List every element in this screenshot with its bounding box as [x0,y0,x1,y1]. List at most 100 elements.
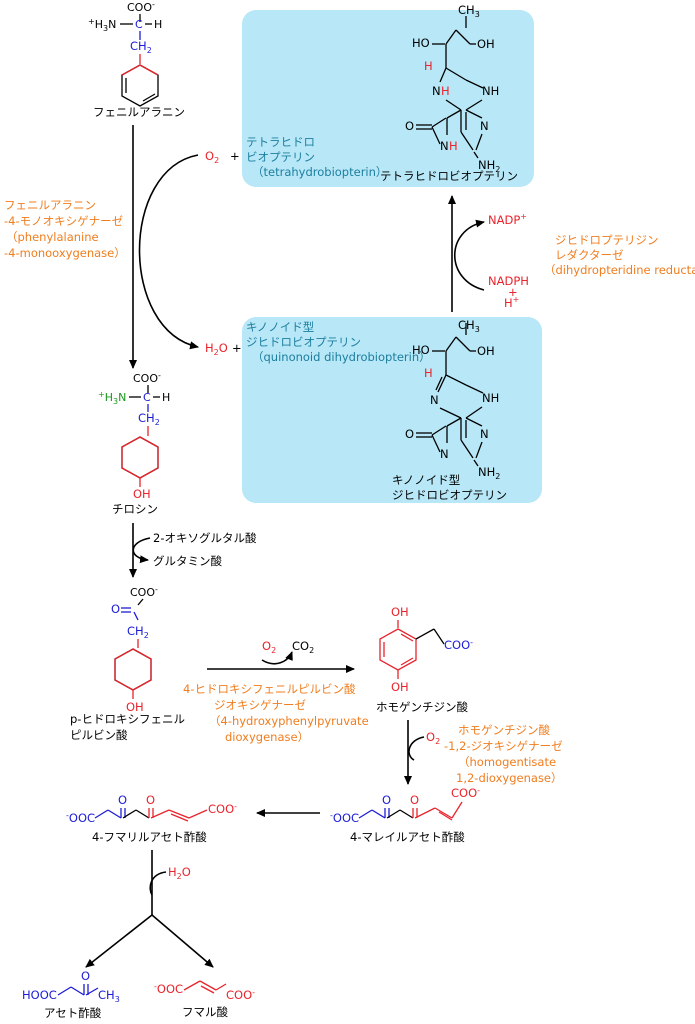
enzyme-hppd-2: ジオキシゲナーゼ [214,698,306,712]
svg-text:+H3N: +H3N [88,17,116,33]
svg-text:C: C [135,18,143,31]
svg-text:H: H [441,84,450,98]
hppa-label-1: p-ヒドロキシフェニル [70,712,185,726]
svg-text:COO-: COO- [208,802,237,816]
maleylacetoacetate-structure: -OOC O O COO- [330,786,480,825]
enzyme-hppd-3: （4-hydroxyphenylpyruvate [209,714,369,728]
svg-text:H: H [162,391,170,404]
svg-text:NH2: NH2 [478,465,500,481]
enzyme-dhpr-3: （dihydropteridine reductase） [544,263,695,277]
svg-text:OH: OH [391,605,409,619]
svg-text:NH: NH [482,84,499,98]
svg-text:COO-: COO- [444,638,473,652]
arrow-to-acetoacetate [85,914,153,968]
bh4-structure: HO CH3 OH H N H NH N O N H NH2 [405,3,500,174]
o2-input: O2 [205,149,219,165]
svg-text:COO-: COO- [127,0,155,14]
acetoacetate-structure: HOOC O CH3 [22,969,120,1004]
svg-text:+H3N: +H3N [98,390,126,406]
svg-text:+: + [232,341,242,355]
bh4-label-2: ビオプテリン [246,150,315,164]
svg-text:H: H [154,18,162,31]
cofactor-arc [138,154,199,350]
enzyme-hgd-2: -1,2-ジオキシゲナーゼ [444,739,563,753]
o2-co2-arc [261,651,293,665]
oxoglutarate-input: 2-オキソグルタル酸 [153,531,257,545]
glutamate-output: グルタミン酸 [153,554,222,568]
svg-text:CH3: CH3 [98,988,120,1004]
svg-text:COO-: COO- [451,786,480,800]
nadph-input: NADPH [488,274,529,288]
bh4-caption: テトラヒドロビオプテリン [380,169,518,183]
enzyme-hgd-3: （homogentisate [458,755,556,769]
qbh2-box [242,317,542,503]
fumarate-label: フマル酸 [182,1005,228,1019]
svg-text:CH2: CH2 [138,411,160,427]
phenylalanine-structure: COO- +H3N C H CH2 [88,0,162,107]
co2-output: CO2 [292,639,314,655]
svg-text:OH: OH [391,680,409,694]
svg-text:O: O [405,427,414,441]
svg-text:H: H [424,366,433,380]
enzyme-pah-3: （phenylalanine [6,230,99,244]
transamination-arc [132,537,151,564]
hppa-structure: COO- O CH2 OH [111,585,158,714]
svg-text:N: N [432,84,441,98]
qbh2-structure: HO CH3 OH H N NH N O N NH2 [405,318,500,481]
svg-text:O: O [111,602,120,616]
enzyme-dhpr-2: レダクターゼ [555,248,624,262]
svg-text:CH2: CH2 [127,624,149,640]
svg-text:NH: NH [482,391,499,405]
svg-text:-OOC: -OOC [66,811,95,825]
enzyme-hppd-4: dioxygenase） [225,730,309,744]
svg-text:O: O [405,119,414,133]
o2-hgd-arc [408,736,425,761]
svg-text:COO-: COO- [226,988,255,1002]
homogentisate-label: ホモゲンチジン酸 [376,700,468,714]
enzyme-pah-1: フェニルアラニン [4,198,96,212]
svg-text:H: H [449,139,458,153]
svg-text:O: O [410,793,419,807]
enzyme-pah-2: -4-モノオキシゲナーゼ [4,214,123,228]
svg-text:CH3: CH3 [458,318,480,334]
phenylalanine-label: フェニルアラニン [93,105,185,119]
fumarylacetoacetate-label: 4-フマリルアセト酢酸 [92,830,207,844]
svg-text:O: O [382,793,391,807]
svg-text:HO: HO [412,343,430,357]
svg-text:OH: OH [477,344,495,358]
svg-text:N: N [440,447,449,461]
svg-text:N: N [430,393,439,407]
svg-text:C: C [143,391,151,404]
nadp-output: NADP+ [488,212,527,227]
svg-text:HOOC: HOOC [22,988,57,1002]
svg-text:CH3: CH3 [458,3,480,19]
svg-text:HO: HO [412,36,430,50]
svg-text:OH: OH [126,700,144,714]
svg-text:OH: OH [477,37,495,51]
qbh2-label-3: （quinonoid dihydrobiopterin） [252,350,431,364]
tyrosine-label: チロシン [112,502,158,516]
fumarylacetoacetate-structure: -OOC O O COO- [66,793,237,825]
svg-text:O: O [81,969,90,983]
h2o-arc [149,871,167,896]
fumarate-structure: -OOC COO- [154,980,255,1002]
nadph-arc [453,219,485,291]
o2-hppd: O2 [262,639,276,655]
enzyme-hgd-1: ホモゲンチジン酸 [458,723,550,737]
svg-text:NH2: NH2 [478,158,500,174]
svg-text:N: N [480,427,489,441]
h2o-output: H2O [205,341,228,357]
qbh2-caption-2: ジヒドロビオプテリン [392,488,507,502]
svg-text:H+: H+ [504,295,519,310]
svg-text:COO-: COO- [130,585,158,599]
svg-text:O: O [146,793,155,807]
homogentisate-structure: OH COO- OH [379,605,473,694]
svg-text:-OOC: -OOC [154,982,183,996]
svg-text:H: H [424,59,433,73]
svg-text:COO-: COO- [133,371,161,385]
bh4-label-1: テトラヒドロ [246,135,315,149]
arrow-to-fumarate [151,914,214,968]
enzyme-hppd-1: 4-ヒドロキシフェニルピルビン酸 [183,682,356,696]
svg-text:OH: OH [133,487,151,501]
